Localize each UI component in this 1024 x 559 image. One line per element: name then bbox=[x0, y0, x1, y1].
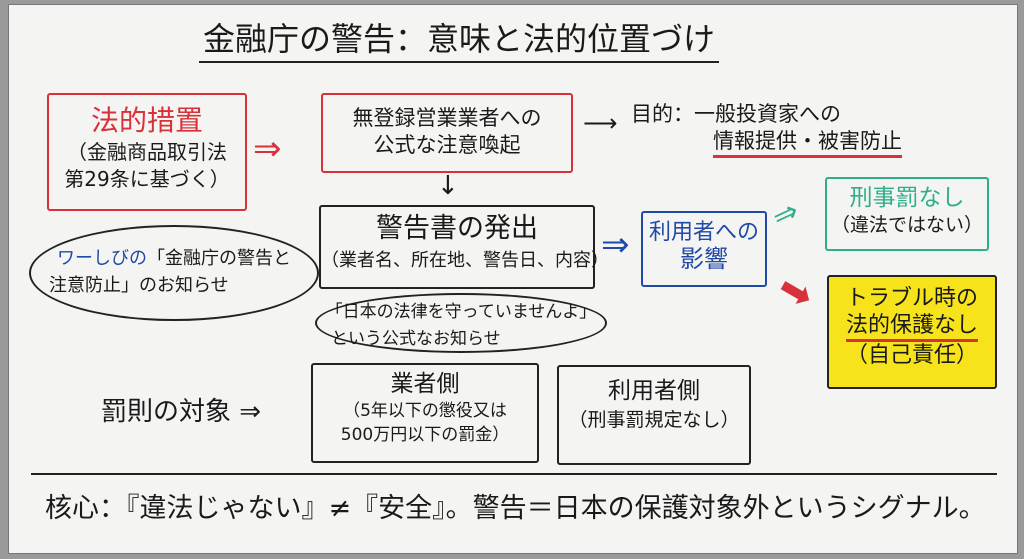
notice-box: 無登録営業業者への 公式な注意喚起 bbox=[321, 93, 573, 173]
user-side-line1: （刑事罰規定なし） bbox=[568, 409, 740, 431]
no-criminal-box: 刑事罰なし （違法ではない） bbox=[825, 177, 989, 251]
speech-bubble-left: ワーしびの「金融庁の警告と 注意防止」のお知らせ bbox=[29, 225, 319, 321]
speech-bubble-middle: 「日本の法律を守っていませんよ」 という公式なお知らせ bbox=[315, 293, 607, 353]
notice-line2: 公式な注意喚起 bbox=[373, 133, 521, 157]
no-criminal-line2: （違法ではない） bbox=[830, 214, 983, 236]
user-side-box: 利用者側 （刑事罰規定なし） bbox=[557, 365, 751, 465]
arrow-down-icon: ↓ bbox=[437, 171, 459, 201]
no-protection-line2: 法的保護なし bbox=[845, 312, 978, 342]
arrow-down-right-icon: ➡ bbox=[769, 263, 822, 321]
arrow-right-icon: ⟶ bbox=[583, 109, 618, 137]
arrow-right-icon: ⇒ bbox=[239, 397, 262, 427]
page-title: 金融庁の警告：意味と法的位置づけ bbox=[199, 17, 720, 63]
business-side-box: 業者側 （5年以下の懲役又は 500万円以下の罰金） bbox=[311, 363, 539, 463]
no-protection-box: トラブル時の 法的保護なし （自己責任） bbox=[827, 275, 997, 389]
bubble-line2: 注意防止」のお知らせ bbox=[49, 275, 229, 296]
warning-letter-detail: （業者名、所在地、警告日、内容） bbox=[321, 250, 609, 271]
purpose-line1: 目的：一般投資家への bbox=[631, 102, 841, 126]
no-protection-line1: トラブル時の bbox=[845, 286, 978, 311]
arrow-right-icon: ⇒ bbox=[601, 225, 630, 265]
legal-measure-heading: 法的措置 bbox=[90, 104, 203, 137]
user-side-heading: 利用者側 bbox=[608, 378, 700, 404]
notice-line1: 無登録営業業者への bbox=[352, 106, 542, 130]
legal-measure-line1: （金融商品取引法 bbox=[67, 140, 227, 164]
user-impact-line1: 利用者への bbox=[648, 220, 759, 245]
bubble-mid-line1: 「日本の法律を守っていませんよ」 bbox=[325, 302, 597, 322]
purpose: 目的：一般投資家への 情報提供・被害防止 bbox=[631, 101, 902, 158]
user-impact-box: 利用者への 影響 bbox=[641, 211, 767, 287]
penalty-label: 罰則の対象 ⇒ bbox=[101, 395, 261, 429]
no-protection-line3: （自己責任） bbox=[845, 343, 978, 368]
business-side-heading: 業者側 bbox=[390, 371, 460, 397]
legal-measure-line2: 第29条に基づく） bbox=[64, 167, 230, 191]
business-side-line1: （5年以下の懲役又は bbox=[343, 401, 507, 421]
user-impact-line2: 影響 bbox=[680, 245, 728, 273]
purpose-line2: 情報提供・被害防止 bbox=[713, 128, 902, 158]
arrow-right-icon: ⇒ bbox=[253, 129, 282, 169]
bubble-line1: 「金融庁の警告と bbox=[147, 248, 291, 269]
no-criminal-line1: 刑事罰なし bbox=[849, 185, 965, 211]
arrow-up-right-icon: ⇒ bbox=[766, 193, 805, 236]
warning-letter-heading: 警告書の発出 bbox=[376, 213, 538, 244]
bubble-prefix: ワーしびの bbox=[57, 248, 147, 269]
penalty-label-text: 罰則の対象 bbox=[101, 397, 232, 427]
warning-letter-box: 警告書の発出 （業者名、所在地、警告日、内容） bbox=[319, 205, 609, 289]
divider bbox=[31, 473, 997, 475]
whiteboard: 金融庁の警告：意味と法的位置づけ 法的措置 （金融商品取引法 第29条に基づく）… bbox=[8, 4, 1018, 554]
legal-measure-box: 法的措置 （金融商品取引法 第29条に基づく） bbox=[47, 93, 247, 211]
business-side-line2: 500万円以下の罰金） bbox=[340, 425, 510, 445]
bubble-mid-line2: という公式なお知らせ bbox=[331, 329, 501, 349]
core-message: 核心：『違法じゃない』≠『安全』。警告＝日本の保護対象外というシグナル。 bbox=[45, 493, 986, 524]
